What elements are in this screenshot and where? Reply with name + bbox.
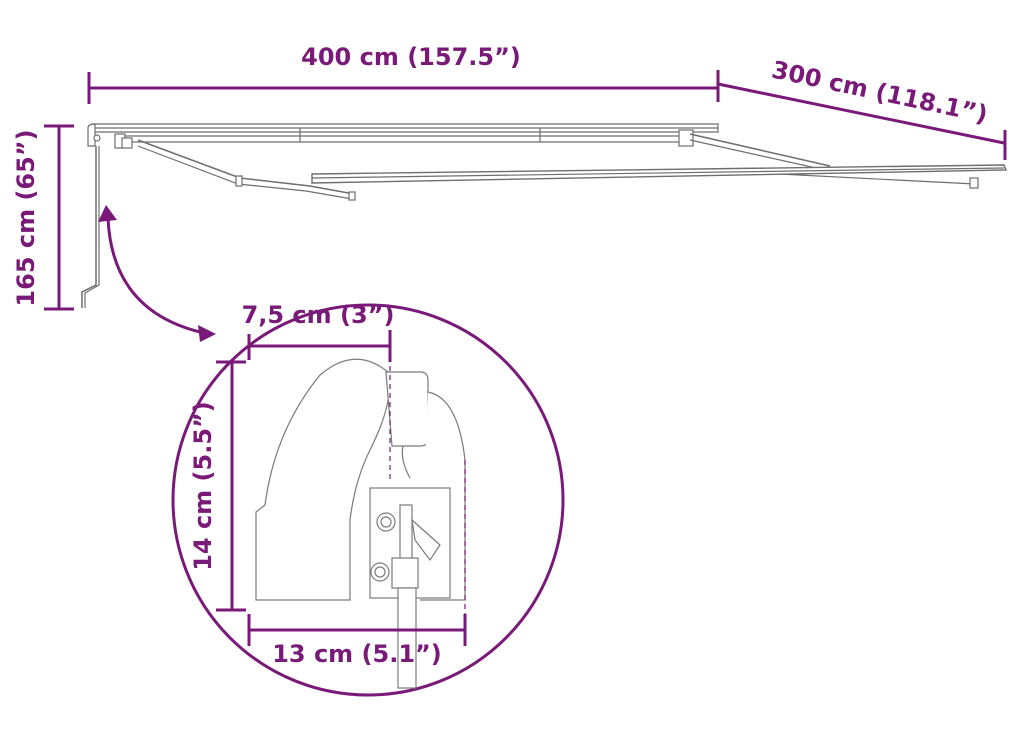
- height-dimension: 165 cm (65”): [12, 124, 74, 311]
- bracket-width-label: 13 cm (5.1”): [272, 640, 442, 668]
- height-label: 165 cm (65”): [12, 129, 40, 306]
- curved-double-arrow-icon: [98, 205, 216, 342]
- depth-dimension: 300 cm (118.1”): [717, 56, 1007, 160]
- profile-height-label: 14 cm (5.5”): [189, 401, 217, 571]
- width-dimension: 400 cm (157.5”): [87, 43, 720, 104]
- profile-width-label: 7,5 cm (3”): [242, 301, 395, 329]
- width-label: 400 cm (157.5”): [301, 43, 521, 71]
- detail-inset: 7,5 cm (3”) 14 cm (5.5”) 13 cm (5.1”): [171, 301, 565, 697]
- awning-drawing: [81, 123, 1008, 308]
- profile-drawing: [255, 358, 466, 689]
